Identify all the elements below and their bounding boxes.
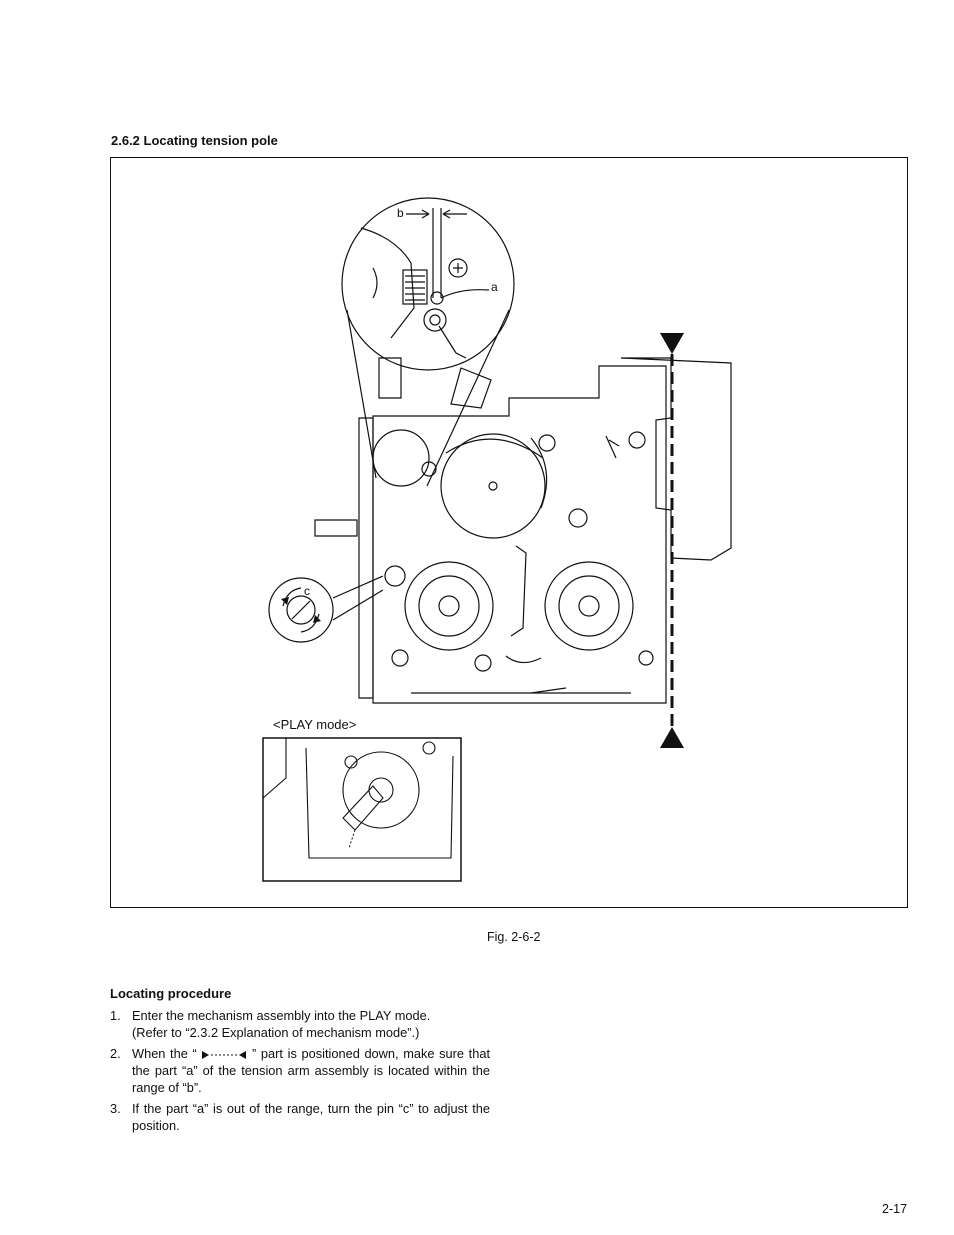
- range-b-arrowhead-right: [442, 209, 451, 219]
- pin-c-on-chassis: [384, 565, 406, 587]
- supply-reel-mid: [418, 575, 480, 637]
- reference-triangle-top: [660, 333, 684, 354]
- step-number: 1.: [110, 1008, 121, 1023]
- magnifier-circle-top: [341, 197, 515, 371]
- magnifier-curve: [372, 267, 378, 299]
- range-b-arrowhead-left: [421, 209, 430, 219]
- takeup-reel-mid: [558, 575, 620, 637]
- procedure-step-2: 2. When the “ ” part is positioned down,…: [110, 1045, 490, 1096]
- pin-c-magnifier: [268, 577, 334, 643]
- lower-right-gear: [638, 650, 654, 666]
- play-mode-inset: [262, 737, 462, 882]
- inset-edge-left: [262, 737, 287, 799]
- tension-pole-a: [430, 291, 444, 305]
- procedure-list: 1. Enter the mechanism assembly into the…: [110, 1007, 490, 1138]
- pin-c-rotate-arrow-top: [282, 587, 302, 607]
- small-gear: [568, 508, 588, 528]
- reference-mark-icon: [202, 1050, 247, 1059]
- magnifier-spring-lines: [405, 275, 425, 301]
- takeup-reel-outer: [544, 561, 634, 651]
- spring-right: [605, 435, 620, 459]
- pin-c-rotate-arrow-bottom: [300, 613, 320, 633]
- step-number: 3.: [110, 1101, 121, 1116]
- rotate-arrowhead-2: [313, 615, 321, 623]
- tension-roller-hub: [429, 314, 441, 326]
- step-text-ref: (Refer to “2.3.2 Explanation of mechanis…: [132, 1025, 420, 1040]
- step-text: If the part “a” is out of the range, tur…: [132, 1101, 490, 1133]
- callout-a-leader: [440, 289, 490, 299]
- right-bracket: [620, 357, 732, 561]
- inset-chassis: [305, 747, 454, 859]
- supply-reel-outer: [404, 561, 494, 651]
- step-text: Enter the mechanism assembly into the PL…: [132, 1008, 431, 1023]
- rotate-arrowhead-1: [281, 597, 289, 605]
- chassis-outline: [372, 365, 667, 704]
- lower-arc: [505, 655, 542, 664]
- detail-circle: [372, 429, 430, 487]
- spring-lower: [530, 687, 567, 694]
- screw-cross: [453, 263, 463, 273]
- lower-left-gear: [391, 649, 409, 667]
- inset-small-gear: [344, 755, 358, 769]
- reference-triangle-bottom: [660, 727, 684, 748]
- inset-dashed-mark: [348, 829, 356, 849]
- inset-arm: [342, 785, 384, 831]
- head-drum: [440, 433, 546, 539]
- supply-reel-hub: [438, 595, 460, 617]
- pin-c-head: [286, 595, 316, 625]
- magnifier-cone-right: [426, 309, 510, 487]
- procedure-step-1: 1. Enter the mechanism assembly into the…: [110, 1007, 490, 1041]
- chassis-left-edge: [358, 417, 374, 699]
- inset-gear-top: [422, 741, 436, 755]
- upper-plate: [450, 367, 492, 409]
- pin-c-leader-top: [332, 575, 384, 599]
- procedure-title: Locating procedure: [110, 986, 232, 1001]
- magnifier-spring-block: [402, 269, 428, 305]
- center-lever: [510, 545, 527, 637]
- mechanism-diagram: [262, 197, 732, 882]
- screw-head: [448, 258, 468, 278]
- head-drum-center: [488, 481, 498, 491]
- upper-left-mount: [378, 357, 402, 399]
- magnifier-arm-lower: [438, 325, 467, 359]
- inset-reel-outer: [342, 751, 420, 829]
- step-text-before: When the “: [132, 1046, 197, 1061]
- section-title: 2.6.2 Locating tension pole: [111, 133, 278, 148]
- drum-side-arc: [530, 437, 548, 509]
- figure-caption: Fig. 2-6-2: [487, 930, 541, 944]
- figure-frame: <PLAY mode> b a c: [110, 157, 908, 908]
- pin-c-slot: [291, 600, 311, 620]
- drum-tape-path: [445, 438, 544, 459]
- lower-mid-gear: [474, 654, 492, 672]
- left-tab: [314, 519, 358, 537]
- play-mode-label: <PLAY mode>: [273, 717, 357, 732]
- pin-c-leader-bottom: [332, 589, 384, 621]
- magnifier-arm-outline: [360, 227, 415, 339]
- right-gear: [628, 431, 646, 449]
- step-text-after: ” part is positioned down, make sure tha…: [132, 1046, 491, 1095]
- tension-roller: [423, 308, 447, 332]
- step-number: 2.: [110, 1046, 121, 1061]
- takeup-reel-hub: [578, 595, 600, 617]
- pinch-roller: [538, 434, 556, 452]
- page-number: 2-17: [882, 1202, 908, 1216]
- magnifier-cone-left: [346, 309, 377, 479]
- tension-pin: [421, 461, 437, 477]
- procedure-step-3: 3. If the part “a” is out of the range, …: [110, 1100, 490, 1134]
